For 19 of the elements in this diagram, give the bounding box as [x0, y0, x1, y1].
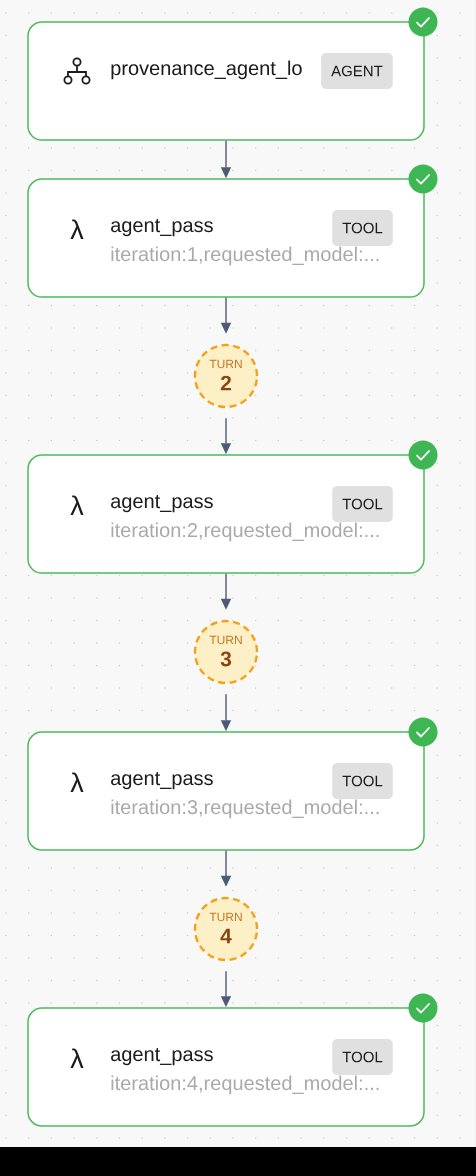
- turn-number: 4: [220, 928, 232, 944]
- lambda-glyph: λ: [70, 772, 84, 792]
- turn-label: TURN: [209, 912, 242, 922]
- node-title: agent_pass: [111, 772, 213, 790]
- node-subtitle: iteration:3,requested_model:...: [111, 799, 379, 819]
- turn-label: TURN: [209, 635, 242, 645]
- lambda-glyph: λ: [70, 1048, 84, 1068]
- node-title: agent_pass: [111, 219, 213, 237]
- node-subtitle: iteration:1,requested_model:...: [111, 246, 379, 266]
- node-title: agent_pass: [111, 1048, 213, 1066]
- turn-number: 2: [220, 375, 231, 391]
- turn-label: TURN: [209, 359, 242, 369]
- turn-number: 3: [220, 651, 232, 667]
- node-subtitle: iteration:2,requested_model:...: [111, 522, 379, 542]
- node-subtitle: iteration:4,requested_model:...: [111, 1075, 379, 1095]
- node-title: provenance_agent_lo: [111, 60, 302, 80]
- node-title: agent_pass: [111, 495, 213, 513]
- lambda-glyph: λ: [70, 219, 84, 239]
- lambda-glyph: λ: [70, 495, 84, 515]
